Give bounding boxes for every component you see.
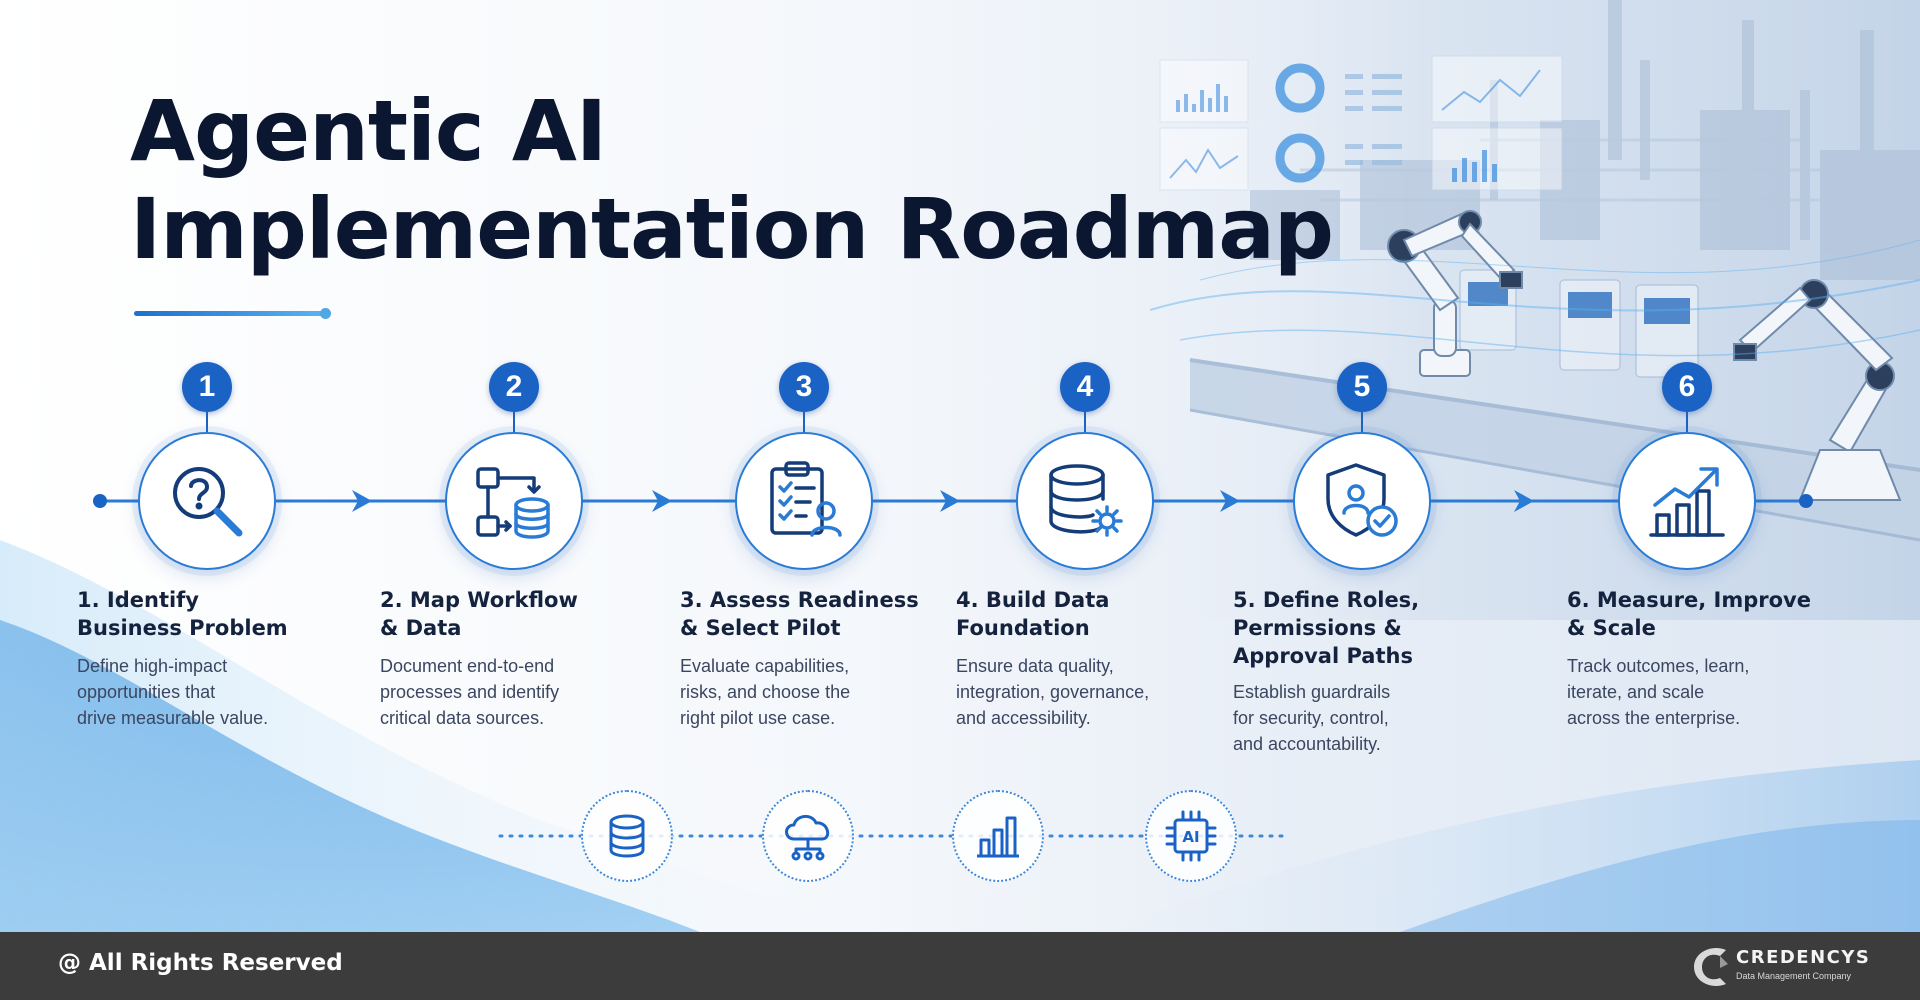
- shield-user-check-icon: [1326, 463, 1398, 537]
- footer-rights-text: @ All Rights Reserved: [58, 950, 343, 976]
- step-3-title: 3. Assess Readiness & Select Pilot: [680, 588, 919, 640]
- step-6-title: 6. Measure, Improve & Scale: [1567, 588, 1811, 640]
- step-5-number-badge: 5: [1337, 362, 1387, 412]
- step-1-title: 1. Identify Business Problem: [77, 588, 288, 640]
- step-1-icon-circle: [138, 432, 276, 570]
- arrow-right-icon: [940, 490, 960, 512]
- robot-arm-left: [1387, 210, 1523, 377]
- step-6-number-badge: 6: [1662, 362, 1712, 412]
- cloud-network-icon: [785, 815, 830, 861]
- timeline-arrow-icons: [352, 490, 1534, 512]
- step-3-icon-circle: [735, 432, 873, 570]
- step-1-stem: [206, 412, 208, 432]
- step-2-title: 2. Map Workflow & Data: [380, 588, 578, 640]
- growth-chart-icon: [1649, 467, 1725, 537]
- ai-chip-icon: AI: [1165, 810, 1217, 862]
- step-1-description: Define high-impact opportunities that dr…: [77, 656, 269, 728]
- step-2-description: Document end-to-end processes and identi…: [380, 656, 560, 728]
- infographic-canvas: Agentic AI Implementation Roadmap 1: [0, 0, 1920, 932]
- arrow-right-icon: [1514, 490, 1534, 512]
- arrow-right-icon: [1220, 490, 1240, 512]
- bar-chart-icon: [977, 816, 1019, 858]
- wave-right: [1100, 760, 1920, 932]
- bottom-database-circle: [581, 790, 673, 882]
- step-4-title: 4. Build Data Foundation: [956, 588, 1110, 640]
- step-6-icon-circle: [1618, 432, 1756, 570]
- wave-left-light: [0, 540, 860, 932]
- bottom-ai-circle: AI: [1145, 790, 1237, 882]
- wave-right-2: [1400, 820, 1920, 932]
- brand-tagline: Data Management Company: [1736, 971, 1852, 981]
- ai-chip-label: AI: [1182, 828, 1199, 846]
- bottom-cloud-circle: [762, 790, 854, 882]
- dashboard-panels: [1159, 55, 1563, 191]
- background-art: [0, 0, 1920, 932]
- brand-logo-block: CREDENCYS Data Management Company: [1692, 942, 1892, 992]
- timeline-start-dot: [93, 494, 107, 508]
- step-3-number-badge: 3: [779, 362, 829, 412]
- arrow-right-icon: [652, 490, 672, 512]
- database-icon: [609, 814, 645, 858]
- workflow-database-icon: [476, 467, 550, 539]
- page-title-line-2: Implementation Roadmap: [130, 180, 1334, 278]
- factory-pipes: [1300, 138, 1900, 202]
- clipboard-checklist-icon: [770, 461, 842, 537]
- step-2-number-badge: 2: [489, 362, 539, 412]
- brand-name: CREDENCYS: [1736, 947, 1871, 968]
- step-4-description: Ensure data quality, integration, govern…: [956, 656, 1150, 728]
- step-6-stem: [1686, 412, 1688, 432]
- timeline-end-dot: [1799, 494, 1813, 508]
- step-5-description: Establish guardrails for security, contr…: [1233, 682, 1391, 754]
- step-4-icon-circle: [1016, 432, 1154, 570]
- page-title-line-1: Agentic AI: [130, 82, 607, 180]
- title-underline: [134, 311, 326, 316]
- database-gear-icon: [1049, 464, 1123, 537]
- step-1-number-badge: 1: [182, 362, 232, 412]
- step-5-stem: [1361, 412, 1363, 432]
- title-underline-dot: [320, 308, 331, 319]
- step-2-stem: [513, 412, 515, 432]
- page-title: Agentic AI Implementation Roadmap: [130, 82, 1334, 278]
- arrow-right-icon: [352, 490, 372, 512]
- step-5-title: 5. Define Roles, Permissions & Approval …: [1233, 588, 1420, 668]
- step-2-icon-circle: [445, 432, 583, 570]
- footer-bar: @ All Rights Reserved CREDENCYS Data Man…: [0, 932, 1920, 1000]
- question-search-icon: [173, 467, 243, 537]
- robot-arm-right: [1733, 279, 1902, 501]
- bottom-chart-circle: [952, 790, 1044, 882]
- step-3-stem: [803, 412, 805, 432]
- step-5-icon-circle: [1293, 432, 1431, 570]
- step-4-number-badge: 4: [1060, 362, 1110, 412]
- step-6-description: Track outcomes, learn, iterate, and scal…: [1567, 656, 1750, 728]
- credencys-logo-icon: [1694, 947, 1728, 987]
- step-3-description: Evaluate capabilities, risks, and choose…: [680, 656, 851, 728]
- step-4-stem: [1084, 412, 1086, 432]
